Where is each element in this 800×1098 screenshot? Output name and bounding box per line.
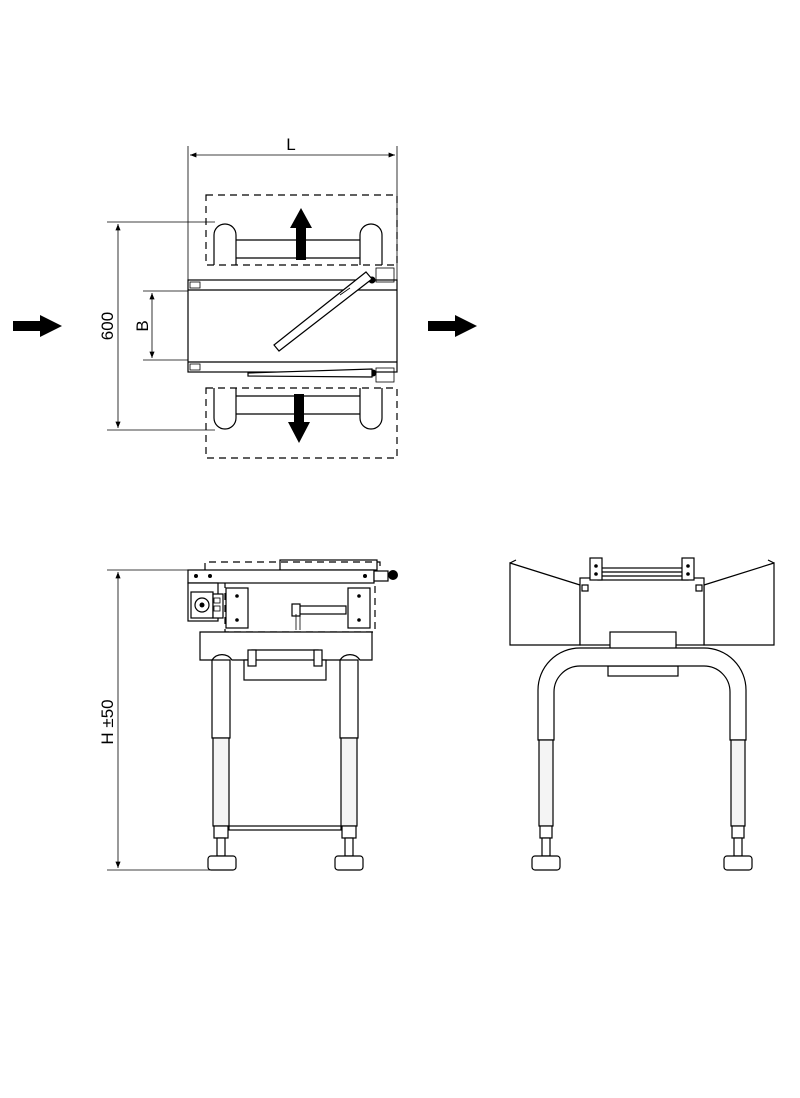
mounting-plate-left <box>225 587 249 629</box>
right-arrow-icon <box>428 315 477 337</box>
conveyor-frame <box>187 279 398 373</box>
reject-bin-bottom <box>205 387 398 459</box>
diverter-flap <box>273 271 373 352</box>
dimension-total-height-label: H ±50 <box>98 699 117 744</box>
dimension-belt-width-label: B <box>133 320 152 331</box>
side-view: H ±50 <box>98 559 398 871</box>
frame-bar-top-left <box>213 223 237 265</box>
down-arrow-icon <box>288 394 310 443</box>
dimension-height: 600 <box>98 221 215 431</box>
dimension-belt-width: B <box>133 290 190 361</box>
foot-left <box>207 855 237 871</box>
foot-left <box>531 855 561 871</box>
belt-outline-dashed <box>204 561 381 570</box>
leg-left <box>538 739 554 827</box>
arch-frame <box>537 647 747 741</box>
up-arrow-icon <box>290 208 312 260</box>
reject-wing-right <box>703 562 775 646</box>
leg-right <box>730 739 746 827</box>
leg-left-lower <box>212 737 230 827</box>
mounting-plate-right <box>347 587 371 629</box>
conveyor-side-frame <box>187 569 375 584</box>
bracket-left <box>589 557 603 581</box>
dimension-length-label: L <box>286 135 295 154</box>
right-arrow-icon <box>13 315 62 337</box>
foot-right <box>723 855 753 871</box>
frame-bar-top-right <box>359 223 383 265</box>
foot-right <box>334 855 364 871</box>
pusher-rod <box>247 368 373 378</box>
reject-chute <box>243 659 327 681</box>
reject-wing-left <box>509 562 581 646</box>
leg-right-lower <box>340 737 358 827</box>
frame-bar-bottom-left <box>213 388 237 430</box>
end-view <box>509 557 775 871</box>
dimension-height-label: 600 <box>98 312 117 340</box>
bracket-right <box>681 557 695 581</box>
leg-left-upper <box>211 659 231 739</box>
leg-right-upper <box>339 659 359 739</box>
conveyor-lower-body <box>199 631 373 661</box>
dimension-length: L <box>187 135 398 290</box>
reject-bin-top <box>205 194 398 266</box>
pneumatic-cylinder <box>295 605 347 615</box>
top-view: L 600 B <box>98 135 398 459</box>
frame-bar-bottom-right <box>359 388 383 430</box>
